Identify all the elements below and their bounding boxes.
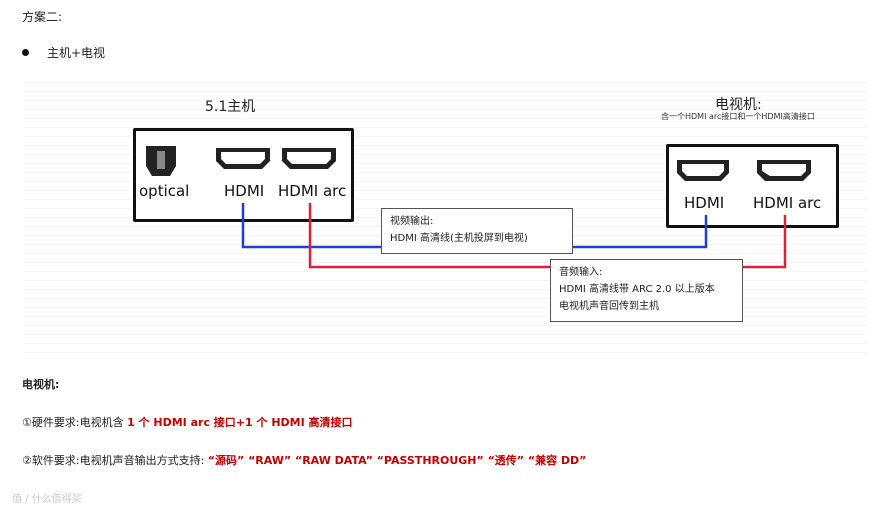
optical-label: optical <box>139 182 189 200</box>
tv-hdmi-arc-label: HDMI arc <box>753 194 821 212</box>
tv-section-title: 电视机: <box>22 378 60 391</box>
video-callout-text: HDMI 高清线(主机投屏到电视) <box>390 233 528 244</box>
tv-hdmi-arc-port-icon <box>757 160 811 181</box>
optical-port-icon <box>146 146 176 176</box>
host-hdmi-label: HDMI <box>224 182 264 200</box>
audio-callout-line2: 电视机声音回传到主机 <box>559 301 659 312</box>
host-hdmi-arc-label: HDMI arc <box>278 182 346 200</box>
host-hdmi-port-icon <box>216 148 270 169</box>
audio-callout-line1: HDMI 高清线带 ARC 2.0 以上版本 <box>559 284 715 295</box>
tv-title: 电视机: <box>715 97 762 113</box>
tv-hdmi-label: HDMI <box>684 194 724 212</box>
video-callout-title: 视频输出: <box>390 216 434 227</box>
hardware-req-highlight: 1 个 HDMI arc 接口+1 个 HDMI 高清接口 <box>127 416 353 429</box>
host-title: 5.1主机 <box>205 99 256 115</box>
hardware-requirement: ①硬件要求:电视机含 1 个 HDMI arc 接口+1 个 HDMI 高清接口 <box>22 414 353 430</box>
bullet-text: 主机+电视 <box>47 46 106 60</box>
tv-device <box>666 144 839 228</box>
hardware-req-prefix: ①硬件要求:电视机含 <box>22 416 128 429</box>
audio-input-callout: 音频输入: HDMI 高清线带 ARC 2.0 以上版本 电视机声音回传到主机 <box>550 259 743 322</box>
tv-hdmi-port-icon <box>677 160 729 181</box>
audio-cable-line <box>308 203 787 269</box>
plan-heading: 方案二: <box>22 10 63 24</box>
audio-callout-title: 音频输入: <box>559 267 603 278</box>
software-req-highlight: “源码” “RAW” “RAW DATA” “PASSTHROUGH” “透传”… <box>207 454 587 467</box>
bullet-dot-icon <box>22 49 29 56</box>
video-output-callout: 视频输出: HDMI 高清线(主机投屏到电视) <box>381 208 573 254</box>
watermark: 值 / 什么值得买 <box>12 494 82 505</box>
software-req-prefix: ②软件要求:电视机声音输出方式支持: <box>22 454 208 467</box>
software-requirement: ②软件要求:电视机声音输出方式支持: “源码” “RAW” “RAW DATA”… <box>22 452 586 468</box>
tv-subtitle: 含一个HDMI arc接口和一个HDMI高清接口 <box>661 112 815 121</box>
host-hdmi-arc-port-icon <box>282 148 336 169</box>
